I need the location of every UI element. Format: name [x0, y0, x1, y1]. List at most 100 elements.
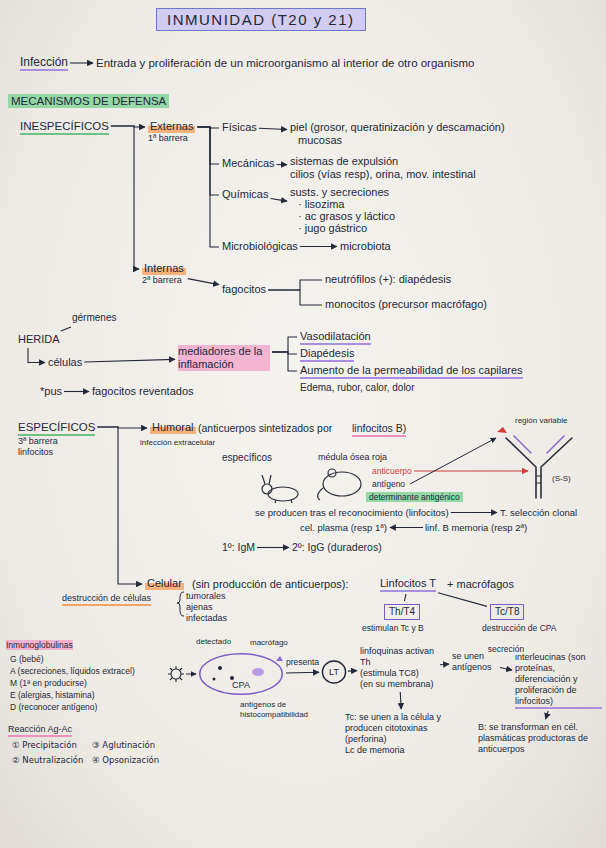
edge-label: secreción: [486, 644, 526, 654]
connector: [400, 692, 402, 709]
node-text: · ac grasos y láctico: [290, 210, 395, 222]
germ-spikes: [168, 666, 184, 682]
cell-ellipse: CPA: [198, 652, 284, 696]
node-heading: ESPECÍFICOS: [18, 420, 95, 436]
connector: [500, 668, 512, 671]
concept-node: Diapédesis: [300, 347, 354, 362]
connector: [451, 512, 497, 513]
node-heading: Celular: [145, 577, 184, 590]
node-heading: Humoral: [150, 421, 196, 434]
concept-node: linfoquinas activan Th(estimula TC8)(en …: [360, 646, 438, 690]
note-label: linfocitos B): [352, 422, 406, 437]
concept-node: linf. B memoria (resp 2ª): [425, 522, 527, 533]
node-heading: Vasodilatación: [300, 330, 371, 345]
note-label: MECANISMOS DE DEFENSA: [8, 94, 169, 108]
note-label: + macrófagos: [447, 578, 514, 591]
concept-node: microbiota: [340, 240, 391, 253]
connector: [390, 527, 423, 528]
concept-node: monocitos (precursor macrófago): [325, 298, 487, 311]
concept-node: se producen tras el reconocimiento (linf…: [255, 507, 449, 518]
note-label: anticuerpo: [372, 466, 412, 476]
connector: [277, 164, 287, 165]
node-text: 3ª barrera: [18, 436, 58, 447]
connector: [61, 327, 71, 331]
node-heading: Externas: [148, 120, 195, 133]
rabbit-ears: [262, 475, 292, 503]
node-text: (en su membrana): [360, 679, 434, 690]
light-chain: [547, 436, 564, 453]
concept-node: susts. y secreciones· lisozima· ac graso…: [290, 186, 395, 234]
node-heading: células: [48, 356, 82, 369]
connector: [111, 126, 139, 269]
node-heading: gérmenes: [72, 312, 116, 324]
concept-node: cel. plasma (resp 1ª): [300, 522, 387, 533]
connector: [257, 547, 289, 548]
connector: [28, 348, 45, 363]
concept-node: Internas2ª barrera: [142, 262, 186, 286]
note-label: macrófago: [250, 638, 288, 648]
note-label: antígeno: [372, 479, 405, 489]
node-text: · lisozima: [290, 198, 344, 210]
edge-label: presenta: [284, 657, 321, 667]
connector: [268, 290, 322, 305]
concept-node: células: [48, 356, 82, 369]
concept-node: Microbiológicas: [222, 240, 298, 253]
granule: [218, 666, 222, 670]
antibody-figure: [506, 436, 572, 498]
note-label: región variable: [515, 416, 567, 426]
node-heading: linf. B memoria (resp 2ª): [425, 522, 527, 533]
note-label: ① Precipitación: [12, 740, 77, 750]
connector: [97, 427, 142, 584]
node-heading: Mecánicas: [222, 157, 275, 170]
concept-node: Infección: [20, 55, 68, 71]
germ-symbol: [168, 666, 184, 682]
concept-node: Mecánicas: [222, 157, 275, 170]
node-heading: Entrada y proliferación de un microorgan…: [96, 56, 474, 70]
concept-node: gérmenes: [72, 312, 116, 324]
node-heading: Tc: se unen a la célula y producen citot…: [345, 712, 460, 745]
note-label: (sin producción de anticuerpos):: [192, 578, 349, 591]
node-heading: Infección: [20, 55, 68, 71]
node-heading: piel (grosor, queratinización y descamac…: [290, 121, 505, 134]
node-heading: cel. plasma (resp 1ª): [300, 522, 387, 533]
node-text: mucosas: [290, 134, 342, 147]
light-chain: [514, 436, 531, 453]
leader-arrow: [414, 470, 528, 471]
node-text: cilios (vías resp), orina, mov. intestin…: [290, 168, 476, 181]
node-heading: Químicas: [222, 188, 268, 201]
node-heading: Internas: [142, 262, 186, 275]
node-heading: fagocitos: [222, 283, 266, 296]
leader-arrow: [186, 674, 196, 675]
note-label: destrucción de CPA: [482, 623, 557, 633]
page-title: INMUNIDAD (T20 y 21): [156, 8, 366, 31]
node-heading: B: se transforman en cél. plasmáticas pr…: [478, 722, 600, 755]
concept-node: Celular: [145, 577, 184, 590]
concept-node: neutrófilos (+): diapédesis: [325, 273, 451, 286]
concept-node: Externas1ª barrera: [148, 120, 195, 144]
node-heading: Aumento de la permeabilidad de los capil…: [300, 364, 523, 379]
concept-node: sistemas de expulsióncilios (vías resp),…: [290, 155, 476, 181]
connector: [348, 670, 357, 672]
note-label: infección extracelular: [140, 438, 215, 448]
connector: [286, 672, 319, 674]
note-label: ④ Opsonización: [92, 755, 159, 765]
note-label: detectado: [196, 637, 231, 647]
connector: [404, 594, 406, 601]
node-heading: se unen antígenos: [452, 651, 498, 673]
rabbit-drawing: [262, 475, 298, 503]
note-label: ajenas: [186, 602, 213, 613]
node-heading: 1º: IgM: [222, 541, 255, 554]
mouse-tail: [318, 488, 323, 500]
concept-node: mediadores de la inflamación: [178, 345, 270, 371]
concept-node: *pus: [40, 385, 62, 398]
connector: [440, 664, 449, 666]
heavy-chain: [506, 438, 536, 498]
concept-node: se unen antígenos: [452, 651, 498, 673]
antigen-symbol: [497, 427, 507, 433]
disulfide-bridge: [536, 476, 541, 483]
node-heading: monocitos (precursor macrófago): [325, 298, 487, 311]
node-heading: microbiota: [340, 240, 391, 253]
concept-node: Humoral: [150, 421, 196, 434]
connector: [70, 62, 93, 63]
note-label: tumorales: [186, 591, 226, 602]
